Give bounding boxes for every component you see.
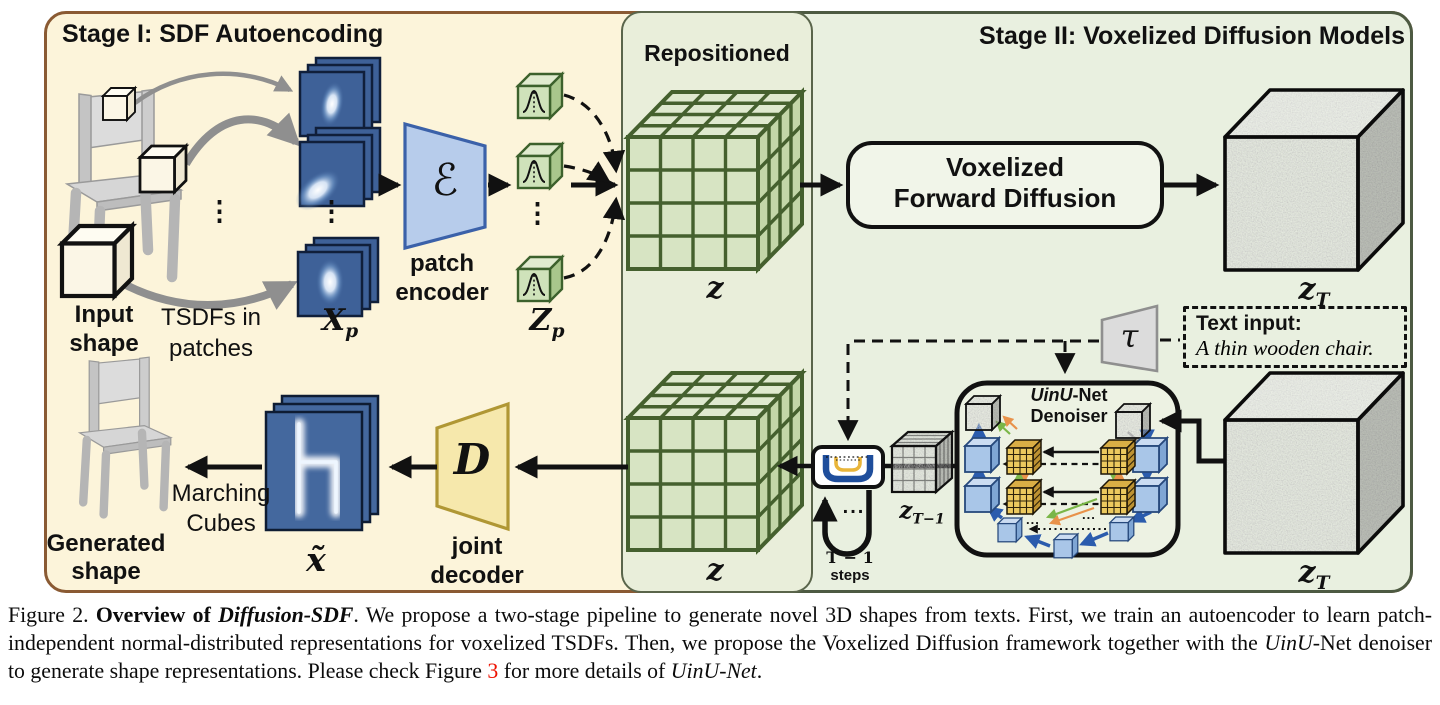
decoder-symbol: D xyxy=(453,435,491,484)
stage2-title: Stage II: Voxelized Diffusion Models xyxy=(979,22,1405,50)
vdots-stacks: ⋮ xyxy=(318,196,345,227)
caption-figure-number: Figure 2. xyxy=(8,603,96,627)
figure-3-reference: 3 xyxy=(487,659,499,683)
stage1-title: Stage I: SDF Autoencoding xyxy=(62,20,384,48)
denoiser-ellipsis-right: ... xyxy=(1082,507,1096,522)
xtilde-label: x̃ xyxy=(306,540,326,579)
encoder-symbol: ℰ xyxy=(431,155,459,206)
vdots-samples: ⋮ xyxy=(206,196,233,227)
zt-label-top: zT xyxy=(1298,272,1330,311)
zt1-label: zT−1 xyxy=(899,497,945,528)
xp-label: Xp xyxy=(321,303,359,342)
z-label-bottom: z xyxy=(706,553,724,588)
loop-steps-word: steps xyxy=(830,567,870,584)
z-label-top: z xyxy=(706,271,724,306)
vdots-latents: ⋮ xyxy=(524,198,551,229)
loop-ellipsis: ... xyxy=(842,496,866,518)
text-input-box: Text input: A thin wooden chair. xyxy=(1183,306,1407,368)
text-input-value: A thin wooden chair. xyxy=(1196,336,1374,361)
tau-symbol: τ xyxy=(1120,317,1139,355)
uinu-denoiser-label: UinU-Net Denoiser xyxy=(1030,385,1108,426)
repositioned-label: Repositioned xyxy=(644,40,790,66)
zt-label-bottom: zT xyxy=(1298,555,1330,594)
text-input-label: Text input: xyxy=(1196,312,1302,335)
loop-steps-count: T − 1 xyxy=(826,548,874,567)
figure-caption: Figure 2. Overview of Diffusion-SDF. We … xyxy=(8,603,1432,683)
zp-label: Zp xyxy=(529,303,565,342)
denoiser-ellipsis-left: ... xyxy=(1026,512,1040,527)
